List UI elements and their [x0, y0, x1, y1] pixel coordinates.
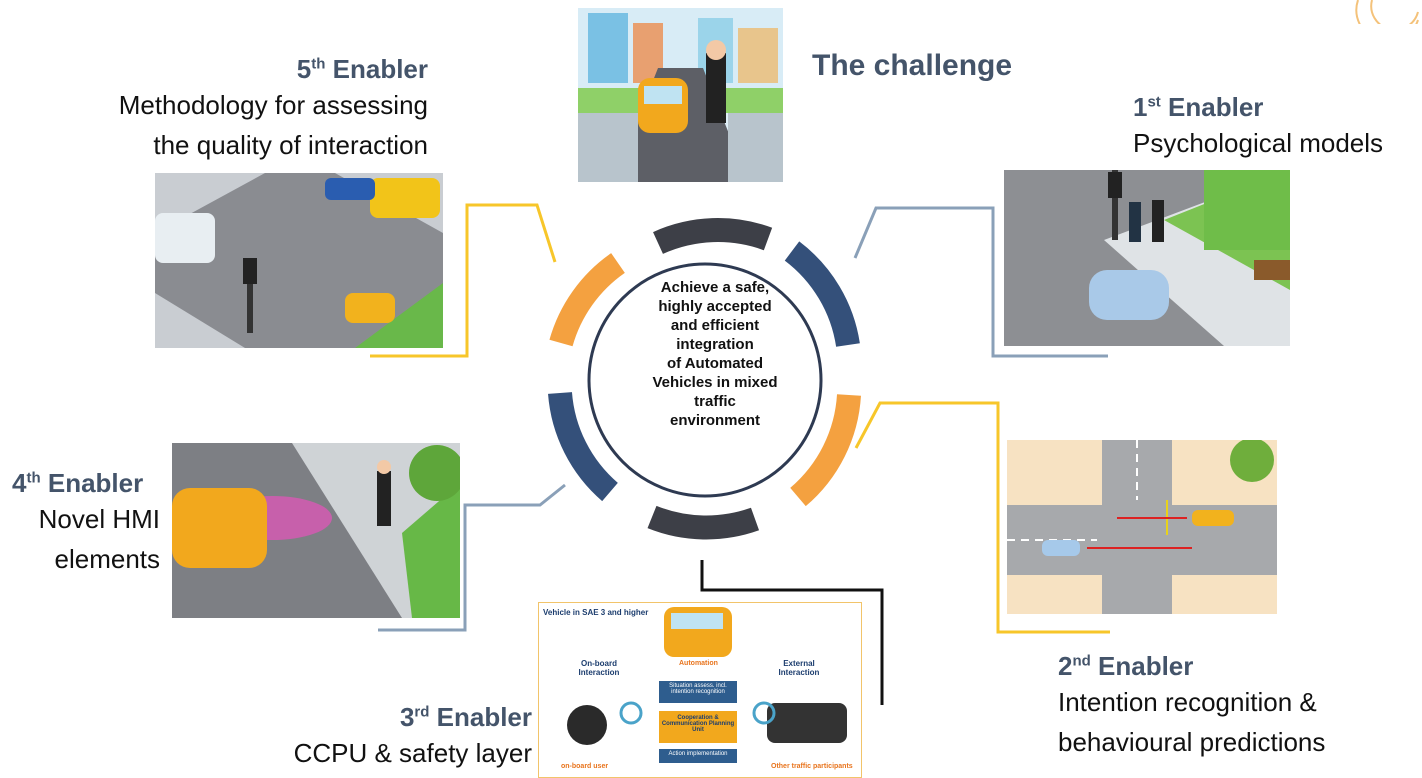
enabler-2-line-1: Intention recognition & [1058, 687, 1317, 718]
enabler-4-title: 4th Enabler [12, 468, 144, 498]
ccpu-diagram: Vehicle in SAE 3 and higher Automation O… [538, 602, 862, 778]
enabler-3-title: 3rd Enabler [399, 702, 532, 732]
enabler-4-illustration [172, 443, 460, 618]
enabler-5-line-1: Methodology for assessing [118, 90, 428, 121]
enabler-5-title: 5th Enabler [296, 54, 428, 84]
connector-3rd [700, 560, 884, 705]
enabler-2-illustration [1007, 440, 1277, 614]
connector-1st [853, 206, 1108, 358]
enabler-1-line-1: Psychological models [1133, 128, 1384, 159]
enabler-2-line-2: behavioural predictions [1058, 727, 1326, 758]
enabler-1-illustration [1004, 170, 1290, 346]
enabler-1-title: 1st Enabler [1133, 92, 1264, 122]
enabler-1: 1st Enabler Psychological models [1133, 92, 1383, 163]
ccpu-other: Other traffic participants [771, 763, 853, 770]
enabler-2: 2nd Enabler Intention recognition & beha… [1058, 651, 1325, 762]
ccpu-header: Vehicle in SAE 3 and higher [543, 608, 649, 617]
enabler-4-line-2: elements [54, 544, 161, 575]
enabler-3: 3rd Enabler CCPU & safety layer [250, 702, 532, 773]
enabler-4-line-1: Novel HMI [38, 504, 160, 535]
center-ring [548, 218, 861, 540]
enabler-3-line-1: CCPU & safety layer [293, 738, 532, 769]
enabler-5: 5th Enabler Methodology for assessing th… [40, 54, 428, 165]
ccpu-box-action: Action implementation [668, 751, 728, 757]
connector-2nd [854, 401, 1110, 634]
ccpu-onboard-user: on-board user [561, 763, 609, 770]
enabler-2-title: 2nd Enabler [1058, 651, 1194, 681]
ccpu-external: External Interaction [778, 659, 820, 677]
connector-5th [370, 203, 557, 358]
challenge-illustration [578, 8, 783, 182]
ccpu-box-situation: Situation assess. incl. intention recogn… [669, 683, 727, 695]
enabler-5-illustration [155, 173, 443, 348]
challenge-title: The challenge [812, 49, 1013, 82]
enabler-5-line-2: the quality of interaction [153, 130, 428, 161]
center-goal-text: Achieve a safe, highly accepted and effi… [652, 279, 778, 429]
ccpu-onboard: On-board Interaction [578, 659, 620, 677]
ccpu-box-ccpu: Cooperation & Communication Planning Uni… [661, 715, 735, 733]
ccpu-automation: Automation [679, 660, 718, 667]
corner-logo-icon [1355, 0, 1419, 24]
enabler-4: 4th Enabler Novel HMI elements [12, 468, 162, 579]
connector-4th [378, 483, 566, 632]
